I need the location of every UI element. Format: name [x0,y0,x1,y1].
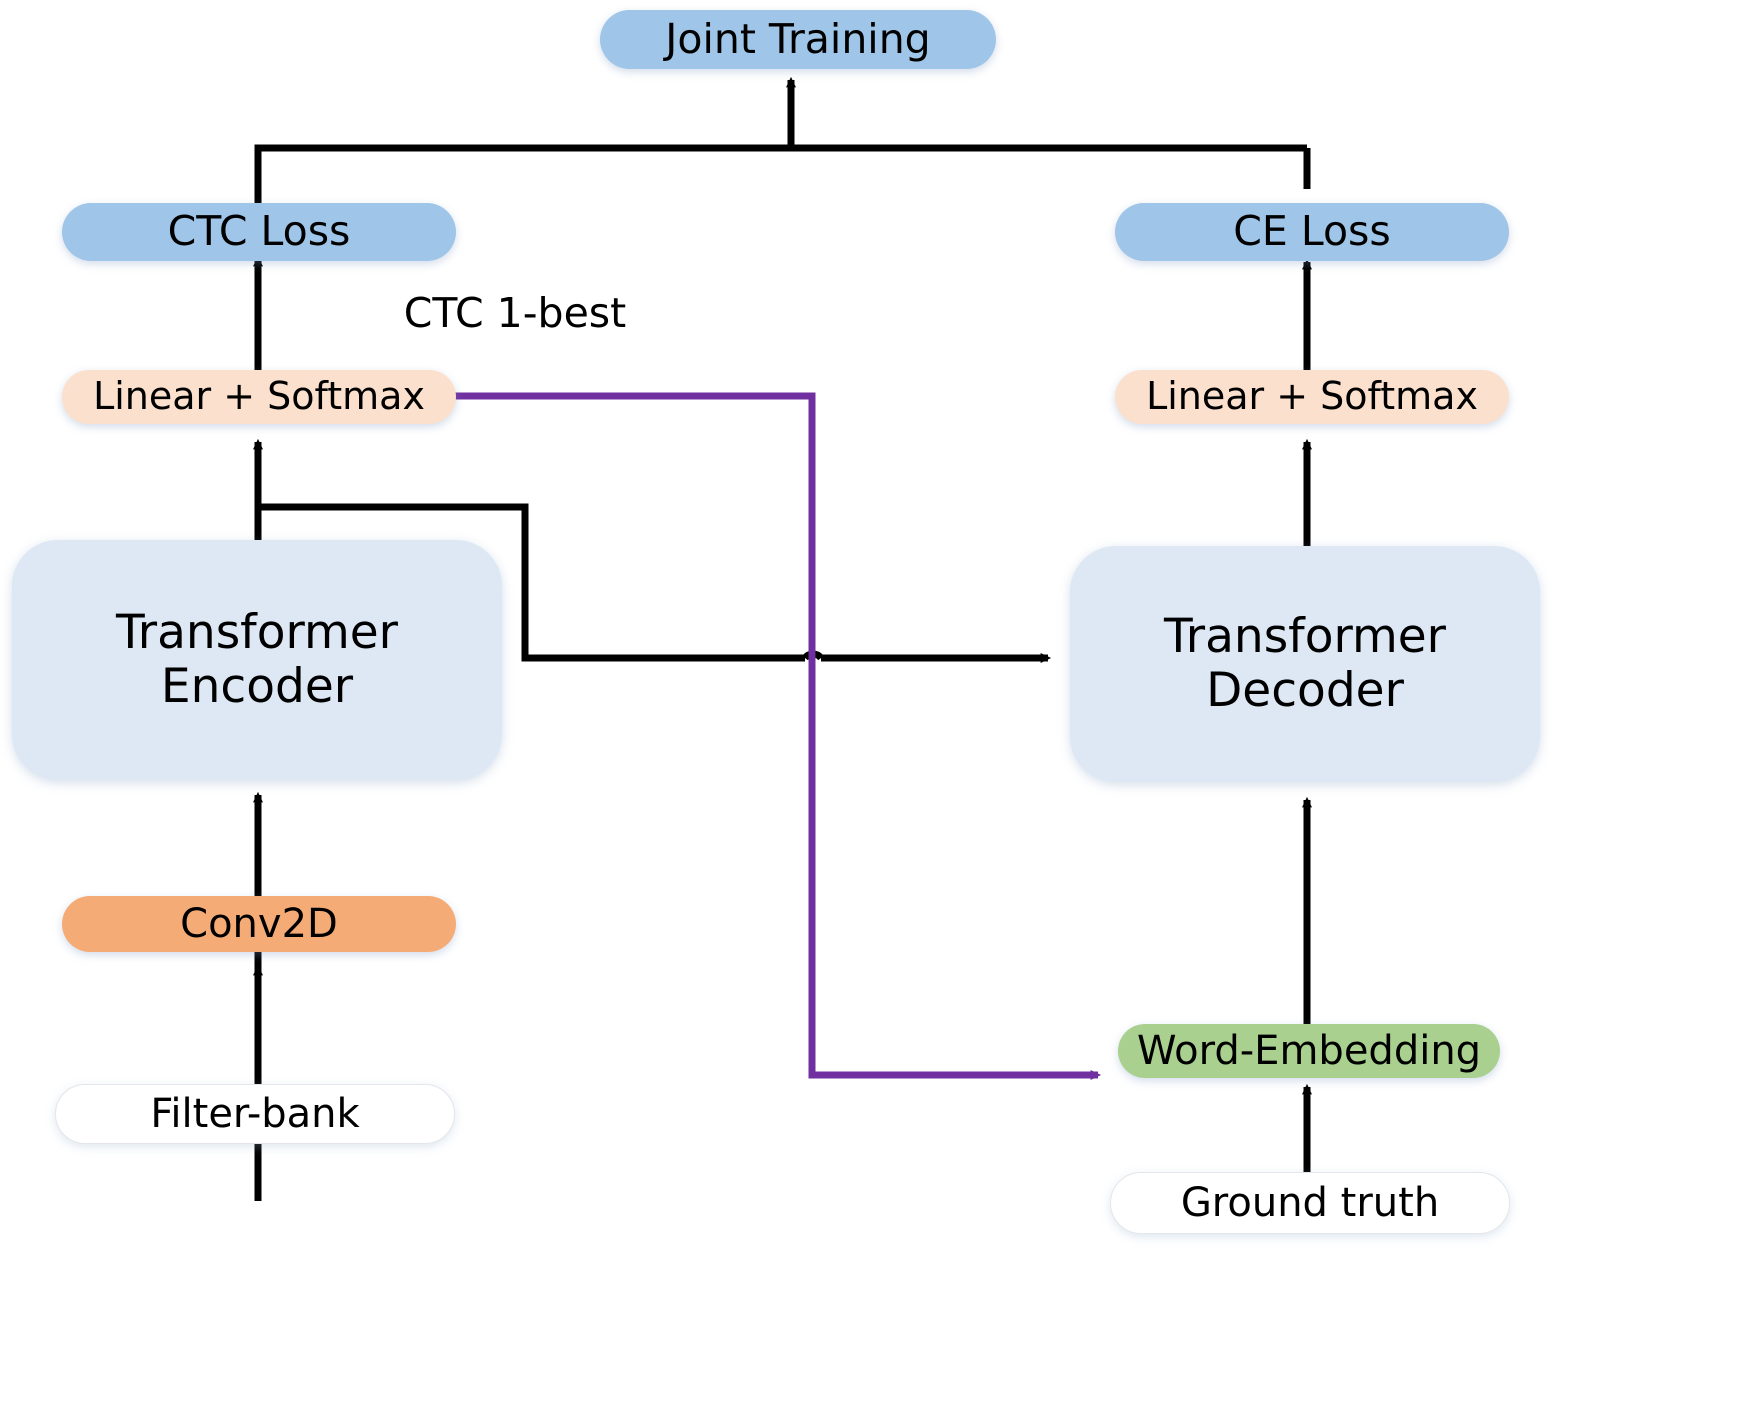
node-linear-softmax-left[interactable]: Linear + Softmax [62,370,456,424]
node-ground-truth[interactable]: Ground truth [1110,1172,1510,1234]
node-word-embedding[interactable]: Word-Embedding [1118,1024,1500,1078]
annotation-ctc-1best: CTC 1-best [403,289,627,338]
node-ctc-loss[interactable]: CTC Loss [62,203,456,261]
node-transformer-encoder[interactable]: Transformer Encoder [12,540,502,780]
node-filter-bank[interactable]: Filter-bank [55,1084,455,1144]
edge-hop-over-purple [802,650,824,661]
node-joint-training[interactable]: Joint Training [600,10,996,69]
node-linear-softmax-right[interactable]: Linear + Softmax [1115,370,1509,424]
edge-ctc-1best-purple [455,392,1102,1080]
node-ce-loss[interactable]: CE Loss [1115,203,1509,261]
node-transformer-decoder[interactable]: Transformer Decoder [1070,546,1540,782]
edge-ctc-loss-to-joint-bus [254,144,1307,205]
node-conv2d[interactable]: Conv2D [62,896,456,952]
